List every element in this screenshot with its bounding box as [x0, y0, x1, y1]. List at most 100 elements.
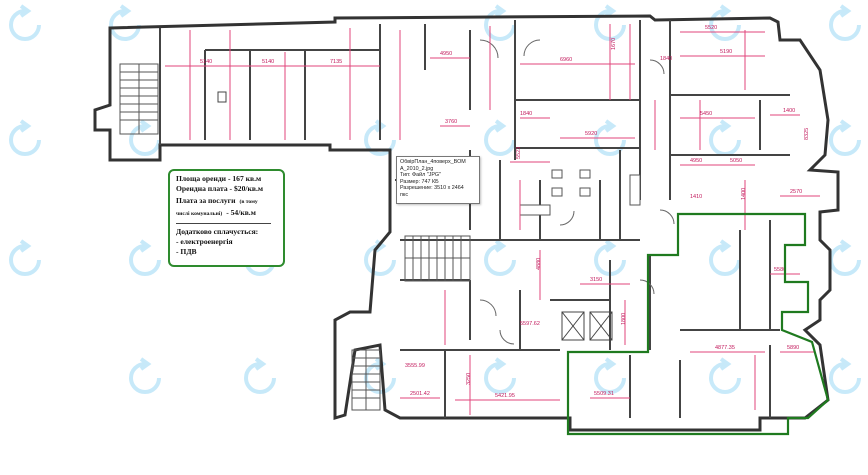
building-walls [93, 14, 840, 432]
refresh-circle-icon [244, 362, 276, 394]
watermark-arrow-icon [374, 357, 387, 371]
watermark-icons [9, 4, 861, 394]
refresh-circle-icon [829, 244, 861, 276]
dimension-label: 4880 [536, 258, 542, 270]
watermark-arrow-icon [254, 357, 267, 371]
watermark-arrow-icon [139, 357, 152, 371]
watermark-arrow-icon [19, 119, 32, 133]
refresh-circle-icon [709, 362, 741, 394]
dimension-label: 5890 [787, 345, 799, 351]
refresh-circle-icon [364, 362, 396, 394]
refresh-circle-icon [829, 124, 861, 156]
dimension-label: 1840 [660, 56, 672, 62]
dimension-label: 1800 [621, 313, 627, 325]
watermark-arrow-icon [719, 357, 732, 371]
dimension-label: 5190 [720, 49, 732, 55]
extra-title: Додатково сплачується: [176, 227, 259, 236]
dimension-label: 3760 [445, 119, 457, 125]
elevators [561, 311, 613, 341]
dimension-label: 5140 [262, 59, 274, 65]
refresh-circle-icon [129, 124, 161, 156]
watermark-arrow-icon [604, 4, 617, 18]
tooltip-filename-2: А_2010_2.jpg [400, 165, 434, 172]
watermark-arrow-icon [719, 239, 732, 253]
staircase-center [404, 235, 471, 282]
dimension-label: 5523 [516, 147, 522, 159]
dimension-label: 1840 [520, 111, 532, 117]
dimension-label: 5597.62 [520, 321, 540, 327]
extra-item-vat: - ПДВ [176, 247, 197, 256]
refresh-circle-icon [709, 244, 741, 276]
tooltip-filename-1: ОбвірПлан_4поверх_ВОМ [400, 159, 466, 165]
staircase-left [119, 63, 159, 135]
door-swings [479, 39, 675, 345]
watermark-arrow-icon [374, 239, 387, 253]
refresh-circle-icon [594, 244, 626, 276]
refresh-circle-icon [364, 244, 396, 276]
watermark-arrow-icon [494, 239, 507, 253]
tooltip-resolution: Разрешение: 3510 x 2464 [400, 185, 464, 191]
tooltip-unit: пкс [400, 191, 409, 198]
dimension-label: 3250 [466, 373, 472, 385]
watermark-arrow-icon [839, 119, 852, 133]
dimension-label: 8325 [804, 128, 810, 140]
refresh-circle-icon [594, 9, 626, 41]
lease-rent: Орендна плата - $20/кв.м [176, 184, 264, 193]
dimension-label: 5920 [585, 131, 597, 137]
dimension-label: 5140 [200, 59, 212, 65]
lease-services-label: Плата за послуги [176, 196, 236, 205]
watermark-arrow-icon [494, 357, 507, 371]
refresh-circle-icon [484, 362, 516, 394]
room-marker-icon [217, 91, 227, 103]
dimension-label: 3150 [590, 277, 602, 283]
refresh-circle-icon [709, 124, 741, 156]
watermark-arrow-icon [19, 239, 32, 253]
dimension-label: 1410 [690, 194, 702, 200]
lease-services-value: - 54/кв.м [226, 208, 256, 217]
refresh-circle-icon [109, 9, 141, 41]
lease-services: Плата за послуги (в тому [176, 194, 277, 206]
dimension-label: 2501.42 [410, 391, 430, 397]
lease-area: Площа оренди - 167 кв.м [176, 174, 262, 183]
dimension-label: 6960 [560, 57, 572, 63]
watermark-arrow-icon [19, 4, 32, 18]
dimension-label: 5580 [774, 267, 786, 273]
refresh-circle-icon [594, 362, 626, 394]
lease-info-box: Площа оренди - 167 кв.м Орендна плата - … [168, 169, 285, 267]
dimension-label: 4877.35 [715, 345, 735, 351]
dimension-labels: 5140 5140 7135 4950 6960 5520 5190 3760 1840 5920… [200, 25, 810, 399]
refresh-circle-icon [9, 124, 41, 156]
lease-services-note-2: числі комунальні) [176, 211, 223, 217]
lease-services-note-1: (в тому [239, 199, 258, 205]
watermark-arrow-icon [839, 239, 852, 253]
refresh-circle-icon [9, 9, 41, 41]
lease-services-row2: числі комунальні) - 54/кв.м [176, 206, 277, 218]
dimension-label: 5509.31 [594, 391, 614, 397]
dimension-label: 1670 [611, 38, 617, 50]
leased-area-outline [566, 212, 830, 436]
watermark-arrow-icon [839, 357, 852, 371]
refresh-circle-icon [9, 244, 41, 276]
staircase-bottom-left [351, 349, 381, 411]
dimension-label: 5520 [705, 25, 717, 31]
refresh-circle-icon [709, 9, 741, 41]
extra-item-electricity: - електроенергія [176, 237, 233, 246]
dimension-label: 3555.99 [405, 363, 425, 369]
refresh-circle-icon [484, 244, 516, 276]
dimension-label: 4950 [440, 51, 452, 57]
watermark-arrow-icon [494, 119, 507, 133]
watermark-arrow-icon [139, 119, 152, 133]
refresh-circle-icon [484, 124, 516, 156]
info-divider [176, 223, 271, 224]
tooltip-type: Тип: Файл "JPG" [400, 172, 442, 178]
file-info-tooltip: ОбвірПлан_4поверх_ВОМ А_2010_2.jpg Тип: … [396, 156, 480, 204]
watermark-arrow-icon [839, 4, 852, 18]
dimension-label: 5450 [700, 111, 712, 117]
refresh-circle-icon [829, 9, 861, 41]
dimension-label: 7135 [330, 59, 342, 65]
watermark-arrow-icon [604, 239, 617, 253]
watermark-arrow-icon [604, 357, 617, 371]
watermark-arrow-icon [494, 4, 507, 18]
